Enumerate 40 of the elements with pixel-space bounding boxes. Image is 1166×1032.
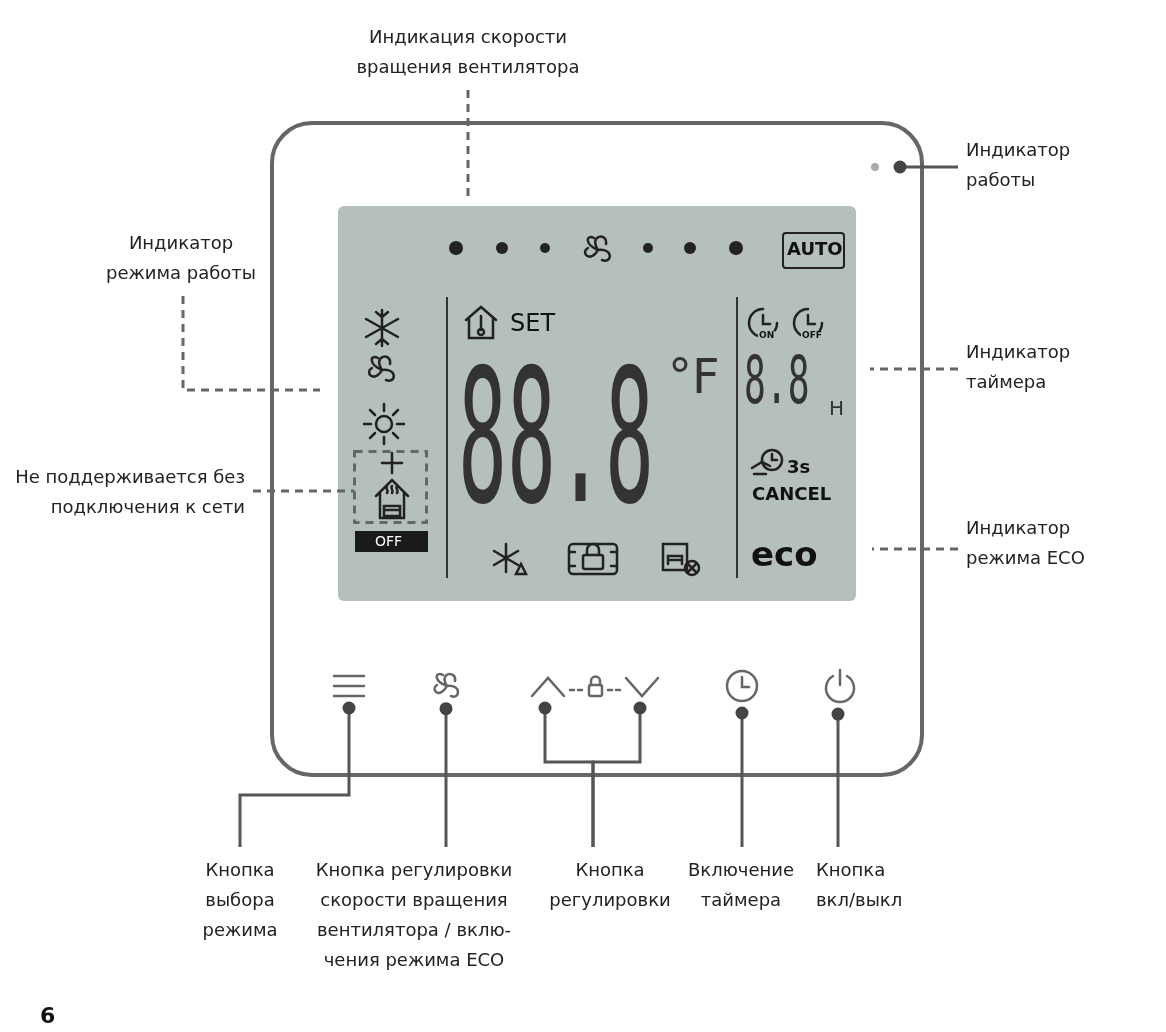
leader-line: [872, 547, 958, 551]
leader-line: [893, 160, 958, 174]
callout-text: Кнопка вкл/выкл: [816, 855, 926, 915]
unit-label: °F: [668, 352, 720, 400]
callout-text: Индикатор таймера: [966, 337, 1091, 397]
seconds-label: 3s: [787, 458, 811, 476]
timer-digits: 8.8: [744, 348, 810, 414]
cancel-label: CANCEL: [752, 485, 832, 503]
timer-off-label: OFF: [801, 331, 823, 340]
callout-text: Кнопка регулировки скорости вращения вентилятора / вклю-чения режима ECO: [303, 855, 525, 975]
leader-line: [253, 489, 355, 493]
auto-label: AUTO: [787, 240, 843, 258]
leader-line: [735, 706, 749, 847]
callout-text: Кнопка выбора режима: [188, 855, 292, 945]
callout-text: Индикация скорости вращения вентилятора: [340, 22, 596, 82]
clock-button-icon: [725, 669, 759, 703]
leader-line: [439, 702, 453, 847]
leader-line: [181, 296, 320, 392]
callout-text: Индикатор режима ECO: [966, 513, 1091, 573]
leader-line: [870, 367, 958, 371]
fan-button-icon: [433, 672, 460, 698]
leader-line: [591, 701, 647, 847]
callout-text: Кнопка регулировки: [540, 855, 680, 915]
menu-icon: [332, 674, 366, 698]
eco-label: eco: [751, 537, 818, 571]
dashed-frame: [353, 450, 428, 524]
page-number: 6: [40, 1005, 56, 1027]
leader-line: [238, 701, 356, 847]
leader-line: [831, 707, 845, 847]
off-label: OFF: [375, 534, 403, 548]
callout-text: Индикатор работы: [966, 135, 1091, 195]
timer-on-label: ON: [758, 331, 776, 340]
temperature-digits: 88.8: [458, 345, 655, 530]
up-down-arrows-icon: [530, 675, 660, 698]
callout-text: Включение таймера: [678, 855, 804, 915]
set-label: SET: [510, 311, 556, 335]
power-icon: [824, 668, 856, 704]
hours-label: H: [829, 398, 845, 418]
callout-text: Индикатор режима работы: [100, 228, 262, 288]
callout-text: Не поддерживается без подключения к сети: [15, 462, 245, 522]
